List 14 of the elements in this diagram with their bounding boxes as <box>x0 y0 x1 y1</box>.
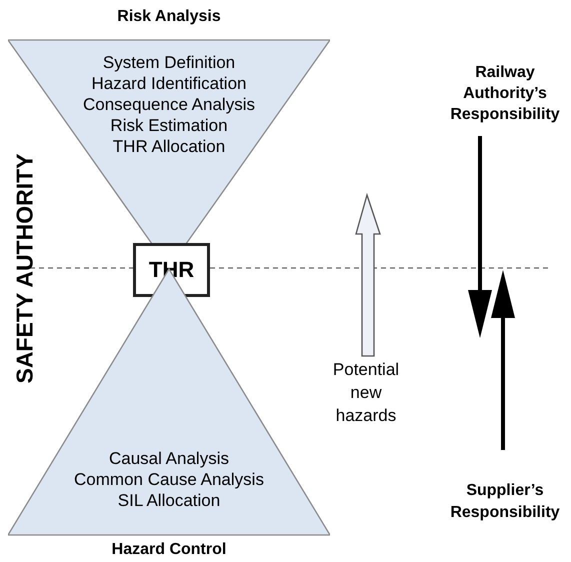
step-text: Common Cause Analysis <box>74 469 264 490</box>
responsibility-label: Railway Authority’s Responsibility <box>449 63 561 125</box>
step-text: System Definition <box>102 52 236 73</box>
note-text: Potential new hazards <box>332 359 400 427</box>
step-text: Causal Analysis <box>108 448 229 469</box>
step-text: Consequence Analysis <box>82 94 255 115</box>
step-text: THR Allocation <box>112 136 226 157</box>
side-label: SAFETY AUTHORITY <box>12 154 38 384</box>
heading-text: Hazard Control <box>112 540 226 560</box>
heading-text: Risk Analysis <box>117 7 221 27</box>
step-text: SIL Allocation <box>118 490 220 511</box>
step-text: Risk Estimation <box>110 115 228 136</box>
step-text: Hazard Identification <box>92 73 246 94</box>
responsibility-label: Supplier’s Responsibility <box>449 481 561 523</box>
